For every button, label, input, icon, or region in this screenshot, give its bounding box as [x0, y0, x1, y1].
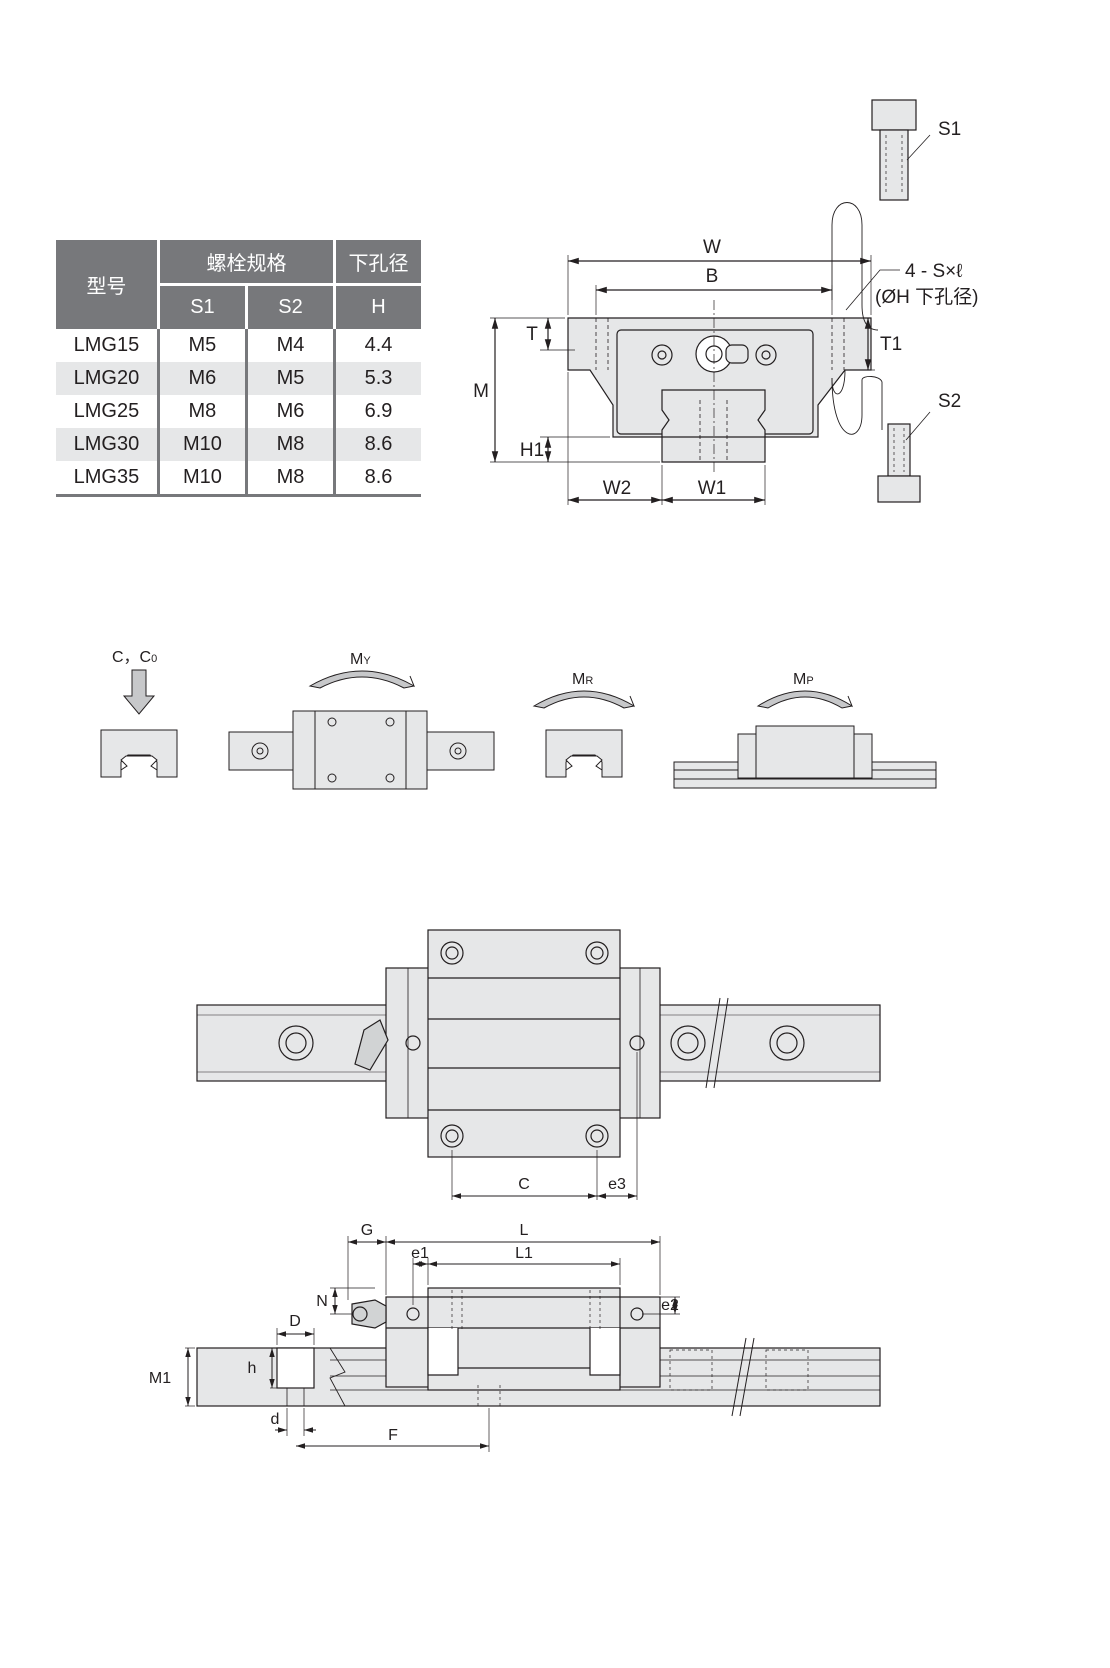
rail-hole — [769, 1025, 805, 1061]
bolt-spec-table: 型号 螺栓规格 下孔径 S1 S2 H LMG15 M5 M4 4.4 LMG2… — [56, 240, 421, 497]
cell-s2: M6 — [244, 395, 335, 428]
cell-h: 8.6 — [333, 461, 421, 497]
dim-e2: e2 — [661, 1297, 679, 1314]
cell-s1: M10 — [156, 461, 247, 497]
dim-F: F — [388, 1427, 398, 1444]
rail-hole — [278, 1025, 314, 1061]
cell-s1: M8 — [156, 395, 247, 428]
front-view-labels: W B T M H1 W2 W1 T1 S1 S2 4 - S×ℓ (ØH 下孔… — [473, 119, 978, 499]
dim-H1: H1 — [520, 440, 544, 461]
cell-h: 6.9 — [333, 395, 421, 428]
carriage-top — [427, 929, 621, 1158]
header-bolt-spec: 螺栓规格 — [156, 240, 335, 285]
side-view-drawing — [185, 1236, 881, 1452]
dim-B: B — [706, 266, 719, 287]
dim-W1: W1 — [698, 478, 727, 499]
moment-p-arrow-icon — [756, 690, 854, 709]
side-view-labels: G L L1 e1 e2 N D h M1 d F — [149, 1222, 679, 1444]
header-s1: S1 — [156, 283, 247, 329]
cell-s1: M10 — [156, 428, 247, 461]
bolt-s2-shank — [887, 423, 911, 477]
top-view-drawing — [196, 929, 881, 1200]
bolt-s2-head — [877, 475, 921, 503]
header-s2: S2 — [244, 283, 335, 329]
cell-h: 4.4 — [333, 329, 421, 362]
dim-N: N — [316, 1293, 328, 1310]
cell-s2: M4 — [244, 329, 335, 362]
header-model: 型号 — [56, 240, 159, 329]
table-row: LMG20 M6 M5 5.3 — [56, 362, 421, 395]
dim-G: G — [361, 1222, 373, 1239]
grease-nipple-top — [354, 1019, 389, 1071]
cell-model: LMG30 — [56, 428, 159, 461]
dim-L1: L1 — [515, 1245, 533, 1262]
dim-e1: e1 — [411, 1245, 429, 1262]
cell-model: LMG35 — [56, 461, 159, 497]
rail-profile — [661, 389, 766, 463]
dim-h: h — [248, 1360, 257, 1377]
cell-s2: M5 — [244, 362, 335, 395]
cell-model: LMG20 — [56, 362, 159, 395]
cell-h: 8.6 — [333, 428, 421, 461]
bolt-note: 4 - S×ℓ — [905, 261, 962, 282]
dim-e3: e3 — [608, 1176, 626, 1193]
dim-d: d — [271, 1411, 280, 1428]
carriage-hole — [585, 941, 609, 965]
label-my: MY — [350, 651, 371, 668]
mount-hole — [651, 344, 673, 366]
table-row: LMG35 M10 M8 8.6 — [56, 461, 421, 497]
dim-L: L — [520, 1222, 529, 1239]
cell-model: LMG15 — [73, 334, 140, 356]
dim-C: C — [518, 1176, 530, 1193]
dim-M1: M1 — [149, 1370, 171, 1387]
label-mr: MR — [572, 671, 593, 688]
load-icon-labels: C，C0 MY MR MP — [112, 649, 814, 688]
cell-s1: M6 — [156, 362, 247, 395]
load-direction-icons — [100, 669, 937, 790]
front-view-drawing — [490, 99, 931, 505]
dim-T1: T1 — [880, 334, 902, 355]
moment-y-arrow-icon — [308, 670, 415, 689]
table-row: LMG25 M8 M6 6.9 — [56, 395, 421, 428]
cell-h: 5.3 — [333, 362, 421, 395]
dim-M: M — [473, 381, 489, 402]
table-row: LMG30 M10 M8 8.6 — [56, 428, 421, 461]
bolt-s1-shank — [879, 129, 909, 201]
cell-s2: M8 — [244, 461, 335, 497]
dim-W2: W2 — [603, 478, 632, 499]
label-S2: S2 — [938, 391, 961, 412]
header-hole-dia: 下孔径 — [333, 240, 421, 285]
moment-r-arrow-icon — [532, 690, 636, 709]
carriage-top-icon — [292, 710, 428, 790]
hole-note: (ØH 下孔径) — [875, 286, 978, 308]
label-S1: S1 — [938, 119, 961, 140]
header-h: H — [333, 283, 421, 329]
mount-hole — [755, 344, 777, 366]
rail-bolt-counterbore — [276, 1347, 315, 1389]
carriage-hole — [585, 1124, 609, 1148]
carriage-section-icon — [100, 729, 178, 778]
cell-s2: M8 — [244, 428, 335, 461]
top-view-labels: C e3 — [518, 1176, 626, 1193]
dim-W: W — [703, 237, 721, 258]
dim-T: T — [526, 324, 538, 345]
label-mp: MP — [793, 671, 814, 688]
cell-model: LMG25 — [73, 400, 140, 422]
dim-D: D — [289, 1313, 301, 1330]
load-arrow-icon — [122, 669, 156, 715]
rail-hole — [670, 1025, 706, 1061]
carriage-section-icon — [545, 729, 623, 778]
table-row: LMG15 M5 M4 4.4 — [56, 329, 421, 362]
carriage-hole — [440, 941, 464, 965]
bolt-s1-head — [871, 99, 917, 131]
grease-nipple-side — [351, 1299, 387, 1329]
cell-s1: M5 — [156, 329, 247, 362]
label-c: C，C0 — [112, 649, 157, 666]
carriage-hole — [440, 1124, 464, 1148]
